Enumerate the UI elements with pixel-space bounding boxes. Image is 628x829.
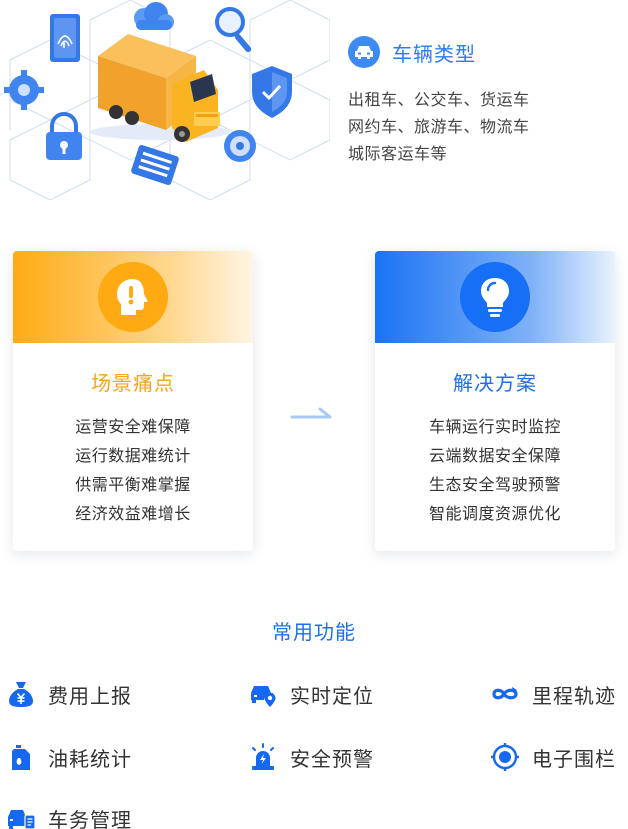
function-label: 里程轨迹 <box>532 683 616 708</box>
shield-icon <box>252 66 292 118</box>
pain-points-card-header <box>13 251 253 343</box>
solutions-card-header <box>375 251 615 343</box>
vehicle-types-line: 城际客运车等 <box>348 144 448 163</box>
list-item: 云端数据安全保障 <box>428 446 561 465</box>
alarm-light-icon <box>252 743 274 770</box>
solutions-card: 解决方案 车辆运行实时监控 云端数据安全保障 生态安全驾驶预警 智能调度资源优化 <box>375 251 615 551</box>
money-bag-icon <box>9 682 33 707</box>
hero-illustration <box>0 0 330 200</box>
dial-icon <box>224 130 256 162</box>
lock-icon <box>46 112 82 160</box>
magnifier-icon <box>215 7 252 53</box>
vehicle-types-title: 车辆类型 <box>392 41 476 66</box>
vehicle-types-header: 车辆类型 <box>348 34 618 70</box>
list-item: 车辆运行实时监控 <box>428 417 561 436</box>
truck-illustration <box>90 34 230 142</box>
fuel-can-icon <box>12 745 30 770</box>
solutions-list: 车辆运行实时监控 云端数据安全保障 生态安全驾驶预警 智能调度资源优化 <box>375 412 615 528</box>
function-label: 安全预警 <box>290 746 374 771</box>
head-warning-icon <box>98 262 168 332</box>
list-item: 智能调度资源优化 <box>428 504 561 523</box>
car-icon <box>348 36 380 68</box>
function-fuel-stats[interactable]: 油耗统计 <box>6 740 132 774</box>
vehicle-types-list: 出租车、公交车、货运车 网约车、旅游车、物流车 城际客运车等 <box>348 86 618 167</box>
function-label: 费用上报 <box>48 683 132 708</box>
function-mileage-track[interactable]: 里程轨迹 <box>490 677 616 711</box>
car-location-icon <box>251 686 276 707</box>
function-label: 油耗统计 <box>48 746 132 771</box>
pain-points-list: 运营安全难保障 运行数据难统计 供需平衡难掌握 经济效益难增长 <box>13 412 253 528</box>
function-geofence[interactable]: 电子围栏 <box>490 740 616 774</box>
fingerprint-icon <box>50 14 80 62</box>
function-label: 车务管理 <box>48 807 132 829</box>
vehicle-types-line: 出租车、公交车、货运车 <box>348 90 530 109</box>
arrow-right-icon <box>290 407 332 419</box>
list-item: 生态安全驾驶预警 <box>428 475 561 494</box>
password-panel-icon <box>131 145 179 185</box>
function-label: 实时定位 <box>290 683 374 708</box>
pain-points-card: 场景痛点 运营安全难保障 运行数据难统计 供需平衡难掌握 经济效益难增长 <box>13 251 253 551</box>
car-manage-icon <box>8 810 36 829</box>
function-realtime-location[interactable]: 实时定位 <box>248 677 374 711</box>
loop-track-icon <box>492 687 518 700</box>
gear-icon <box>4 70 44 110</box>
function-label: 电子围栏 <box>532 746 616 771</box>
target-fence-icon <box>491 743 519 771</box>
function-expense-report[interactable]: 费用上报 <box>6 677 132 711</box>
list-item: 供需平衡难掌握 <box>75 475 191 494</box>
function-vehicle-management[interactable]: 车务管理 <box>6 801 132 829</box>
pain-points-title: 场景痛点 <box>91 371 175 395</box>
solutions-title: 解决方案 <box>453 371 537 395</box>
list-item: 运行数据难统计 <box>75 446 191 465</box>
list-item: 经济效益难增长 <box>75 504 191 523</box>
cloud-icon <box>134 2 174 30</box>
lightbulb-icon <box>460 262 530 332</box>
functions-title: 常用功能 <box>272 620 356 644</box>
function-safety-warning[interactable]: 安全预警 <box>248 740 374 774</box>
vehicle-types-section: 车辆类型 出租车、公交车、货运车 网约车、旅游车、物流车 城际客运车等 <box>348 34 618 167</box>
list-item: 运营安全难保障 <box>75 417 191 436</box>
vehicle-types-line: 网约车、旅游车、物流车 <box>348 117 530 136</box>
